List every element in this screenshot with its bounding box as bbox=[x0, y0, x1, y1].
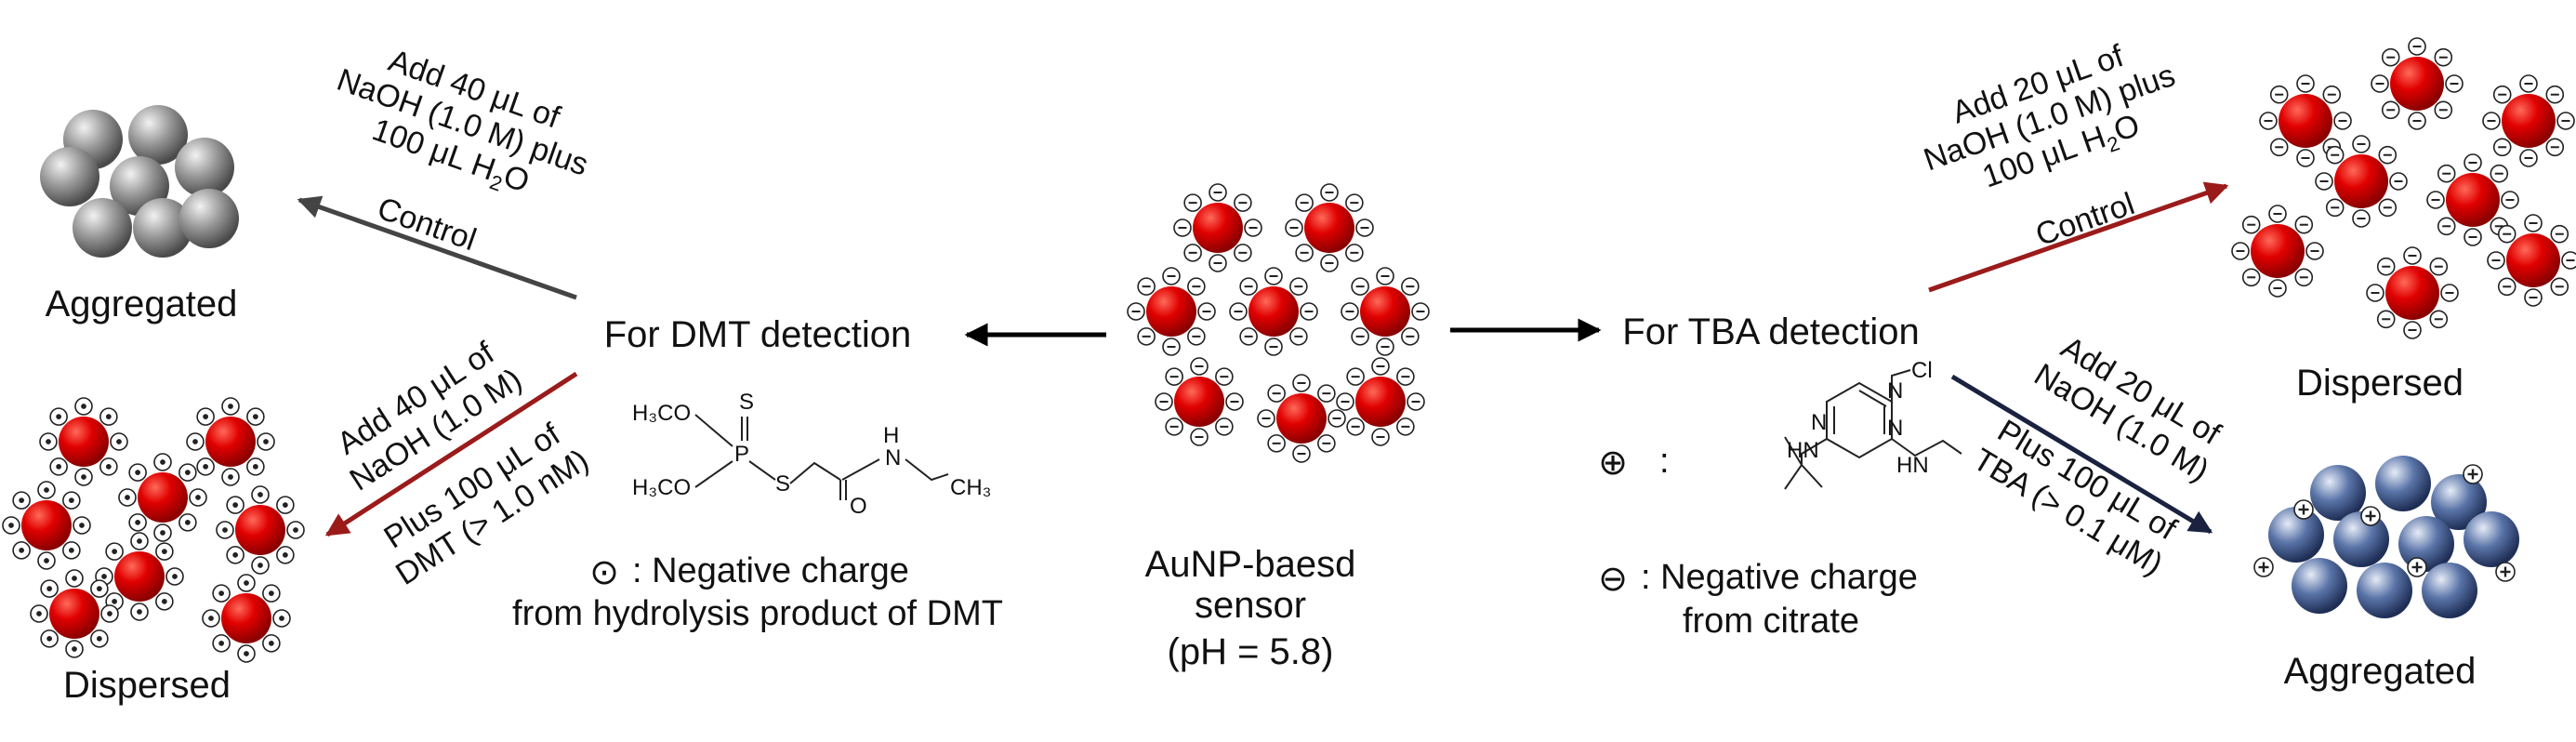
right-control-arrow-label: Add 20 μL of NaOH (1.0 M) plus 100 μL H2… bbox=[1920, 38, 2180, 253]
dispersed-nanoparticle bbox=[30, 569, 119, 658]
tba-n-ring-top: N bbox=[1887, 378, 1903, 404]
tba-branch-label: For TBA detection bbox=[1622, 311, 1919, 352]
dispersed-nanoparticle bbox=[118, 453, 207, 542]
dmt-s-thio: S bbox=[775, 471, 790, 497]
left-sample-arrow-label: Add 40 μL of NaOH (1.0 M) Plus 100 μL of… bbox=[331, 335, 595, 592]
aggregated-nanoparticle bbox=[175, 138, 234, 197]
aggregated-nanoparticle bbox=[133, 198, 192, 258]
right-bottom-result-label: Aggregated bbox=[2284, 651, 2477, 692]
tba-legend: ⊕ : ⊖ : Negative charge from citrate bbox=[1598, 442, 1918, 641]
sensor-label-line3: (pH = 5.8) bbox=[1168, 631, 1334, 672]
aggregated-nanoparticle bbox=[73, 198, 132, 258]
right-control-arrow bbox=[1928, 181, 2229, 293]
dispersed-nanoparticle bbox=[2, 481, 91, 570]
tba-chemical-structure: Cl HN HN N N N bbox=[1784, 358, 1962, 490]
dispersed-nanoparticle bbox=[95, 532, 184, 621]
gold-nanoparticle bbox=[1336, 357, 1425, 446]
left-sample-arrow bbox=[324, 371, 578, 537]
aggregated-nanoparticle bbox=[2398, 516, 2454, 572]
tba-cl-atom: Cl bbox=[1911, 358, 1933, 383]
left-bottom-result-label: Dispersed bbox=[63, 665, 231, 706]
tba-hn-left: HN bbox=[1787, 438, 1819, 463]
dmt-h3co-bottom: H₃CO bbox=[632, 475, 691, 500]
dmt-legend-line1: : Negative charge bbox=[632, 551, 909, 590]
gold-nanoparticle bbox=[1127, 267, 1216, 356]
left-dispersed-cluster bbox=[2, 397, 305, 663]
dmt-ch3: CH₃ bbox=[950, 475, 991, 500]
aggregated-nanoparticle bbox=[128, 105, 188, 165]
aggregated-nanoparticle bbox=[2292, 558, 2347, 614]
aggregated-nanoparticle bbox=[2375, 456, 2431, 511]
left-control-arrow-label: Add 40 μL of NaOH (1.0 M) plus 100 μL H2… bbox=[333, 43, 593, 258]
dmt-o-carbonyl: O bbox=[850, 494, 867, 519]
gold-nanoparticle bbox=[1341, 267, 1430, 356]
dispersed-nanoparticle bbox=[216, 485, 305, 575]
dispersed-nanoparticle bbox=[2315, 135, 2408, 228]
left-control-below: Control bbox=[373, 191, 481, 258]
aggregated-nanoparticle bbox=[2464, 511, 2519, 567]
dmt-legend-line2: from hydrolysis product of DMT bbox=[512, 594, 1003, 633]
sensor-label-line2: sensor bbox=[1195, 585, 1306, 626]
left-top-result-label: Aggregated bbox=[46, 284, 238, 325]
right-sample-arrow-label: Add 20 μL of NaOH (1.0 M) Plus 100 μL of… bbox=[1967, 329, 2226, 582]
dmt-p-atom: P bbox=[734, 442, 749, 467]
aggregated-nanoparticle bbox=[40, 147, 99, 206]
dispersed-nanoparticle bbox=[2426, 153, 2519, 246]
tba-n-ring-right: N bbox=[1887, 416, 1903, 441]
odot-charge-symbol: ⊙ bbox=[589, 553, 619, 592]
left-aggregated-cluster bbox=[40, 105, 239, 258]
right-top-result-label: Dispersed bbox=[2296, 363, 2464, 404]
dmt-chemical-structure: H₃CO H₃CO P S S O N H CH₃ bbox=[632, 390, 991, 519]
dmt-branch-label: For DMT detection bbox=[604, 314, 912, 355]
aggregated-nanoparticle bbox=[179, 189, 239, 248]
gold-nanoparticle bbox=[1155, 357, 1244, 446]
left-control-arrow bbox=[297, 195, 577, 300]
dmt-h3co-top: H₃CO bbox=[632, 401, 691, 426]
tba-legend-line1: : Negative charge bbox=[1641, 558, 1918, 597]
tba-n-ring-left: N bbox=[1811, 410, 1827, 435]
aggregated-nanoparticle bbox=[2333, 511, 2389, 567]
dispersed-nanoparticle bbox=[2487, 214, 2576, 307]
aggregated-nanoparticle bbox=[2431, 474, 2487, 530]
ominus-charge-symbol: ⊖ bbox=[1598, 560, 1628, 599]
dispersed-nanoparticle bbox=[39, 397, 128, 486]
dmt-legend: ⊙ : Negative charge from hydrolysis prod… bbox=[512, 551, 1003, 633]
gold-nanoparticle bbox=[1285, 183, 1374, 272]
center-sensor-nanoparticles bbox=[1127, 183, 1430, 463]
sensor-label-line1: AuNP-baesd bbox=[1145, 544, 1356, 585]
gold-nanoparticle bbox=[1229, 267, 1318, 356]
dmt-h-atom: H bbox=[883, 423, 899, 448]
tba-hn-right: HN bbox=[1896, 453, 1929, 478]
oplus-legend-colon: : bbox=[1659, 442, 1670, 481]
dispersed-nanoparticle bbox=[2366, 246, 2459, 339]
dmt-n-atom: N bbox=[885, 445, 901, 470]
dispersed-nanoparticle bbox=[2371, 37, 2464, 130]
dispersed-nanoparticle bbox=[2231, 205, 2324, 298]
aggregated-nanoparticle bbox=[2357, 563, 2412, 618]
oplus-charge-symbol: ⊕ bbox=[1598, 444, 1628, 483]
gold-nanoparticle bbox=[1257, 374, 1346, 463]
aggregated-nanoparticle bbox=[2310, 465, 2366, 521]
dispersed-nanoparticle bbox=[2482, 74, 2575, 167]
aggregated-nanoparticle bbox=[2268, 507, 2324, 563]
right-sample-arrow bbox=[1950, 374, 2213, 535]
tba-legend-line2: from citrate bbox=[1683, 602, 1859, 641]
dispersed-nanoparticle bbox=[186, 397, 275, 486]
left-control-line3-end: O bbox=[499, 158, 535, 200]
aggregated-nanoparticle bbox=[2422, 563, 2477, 618]
dmt-s-double: S bbox=[739, 390, 754, 415]
right-dispersed-cluster bbox=[2231, 37, 2576, 339]
gold-nanoparticle bbox=[1173, 183, 1262, 272]
right-control-below: Control bbox=[2031, 186, 2139, 253]
dispersed-nanoparticle bbox=[202, 574, 291, 663]
right-aggregated-cluster bbox=[2253, 456, 2519, 618]
